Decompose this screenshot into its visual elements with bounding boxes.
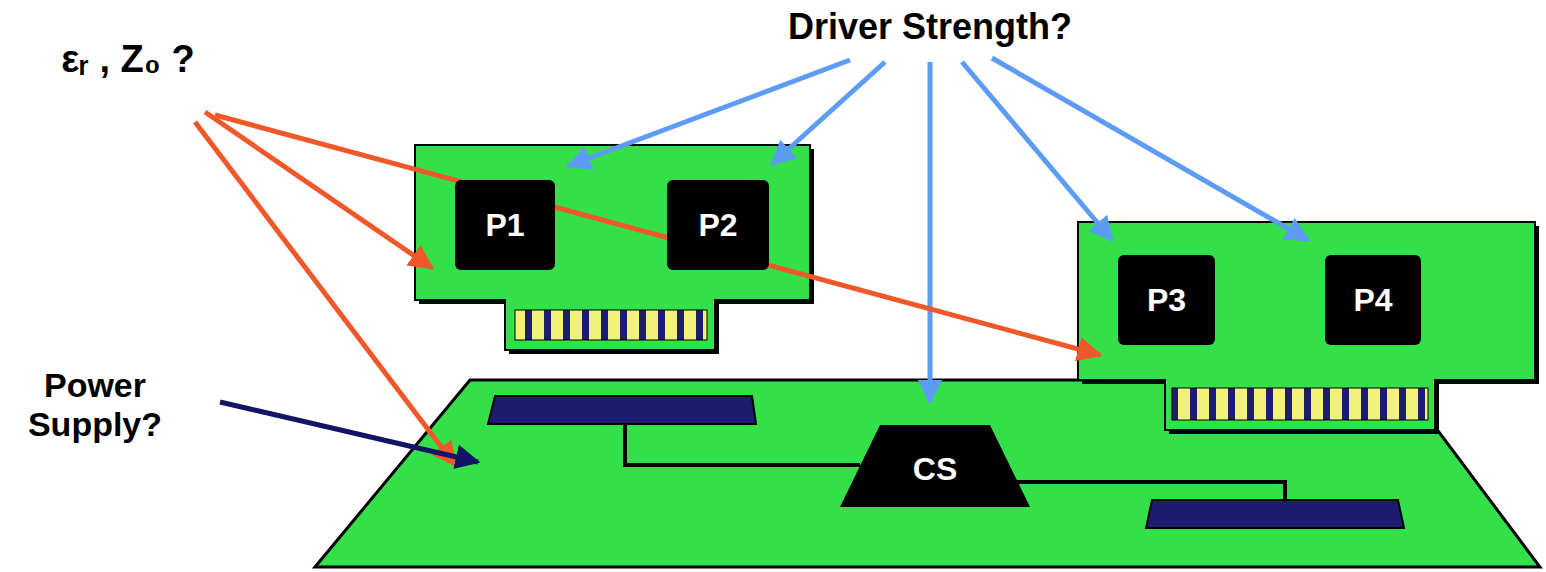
leader-arrow	[772, 62, 885, 164]
leader-arrow	[205, 112, 432, 268]
annotation-text: Driver Strength?	[788, 6, 1072, 47]
chip-label: P3	[1147, 284, 1186, 316]
slot	[1146, 500, 1404, 528]
edge-fingers	[1172, 388, 1428, 420]
chip-box: P4	[1325, 255, 1421, 345]
leader-arrow	[992, 58, 1308, 240]
annotation-text: εᵣ , Z₀ ?	[61, 38, 194, 82]
slot	[488, 396, 756, 424]
wire	[625, 424, 860, 465]
chip-trapezoid: CS	[840, 425, 1030, 507]
chip-label: CS	[913, 453, 957, 485]
chip-label: P4	[1353, 284, 1392, 316]
chip-box: P2	[667, 180, 769, 270]
card	[1078, 222, 1535, 430]
chip-box: P1	[455, 180, 555, 270]
chip-label: P1	[485, 209, 524, 241]
leader-arrow	[195, 122, 455, 465]
card	[415, 145, 810, 350]
annotation-text: Power Supply?	[10, 366, 180, 444]
edge-fingers	[515, 310, 707, 340]
wire	[1010, 482, 1285, 500]
leader-arrow	[215, 115, 1100, 355]
chip-box: P3	[1118, 255, 1215, 345]
leader-arrow	[962, 62, 1112, 240]
chip-label: P2	[698, 209, 737, 241]
leader-arrow	[568, 60, 850, 166]
leader-arrow	[928, 62, 933, 402]
leader-arrow	[220, 402, 478, 462]
motherboard	[315, 380, 1540, 567]
